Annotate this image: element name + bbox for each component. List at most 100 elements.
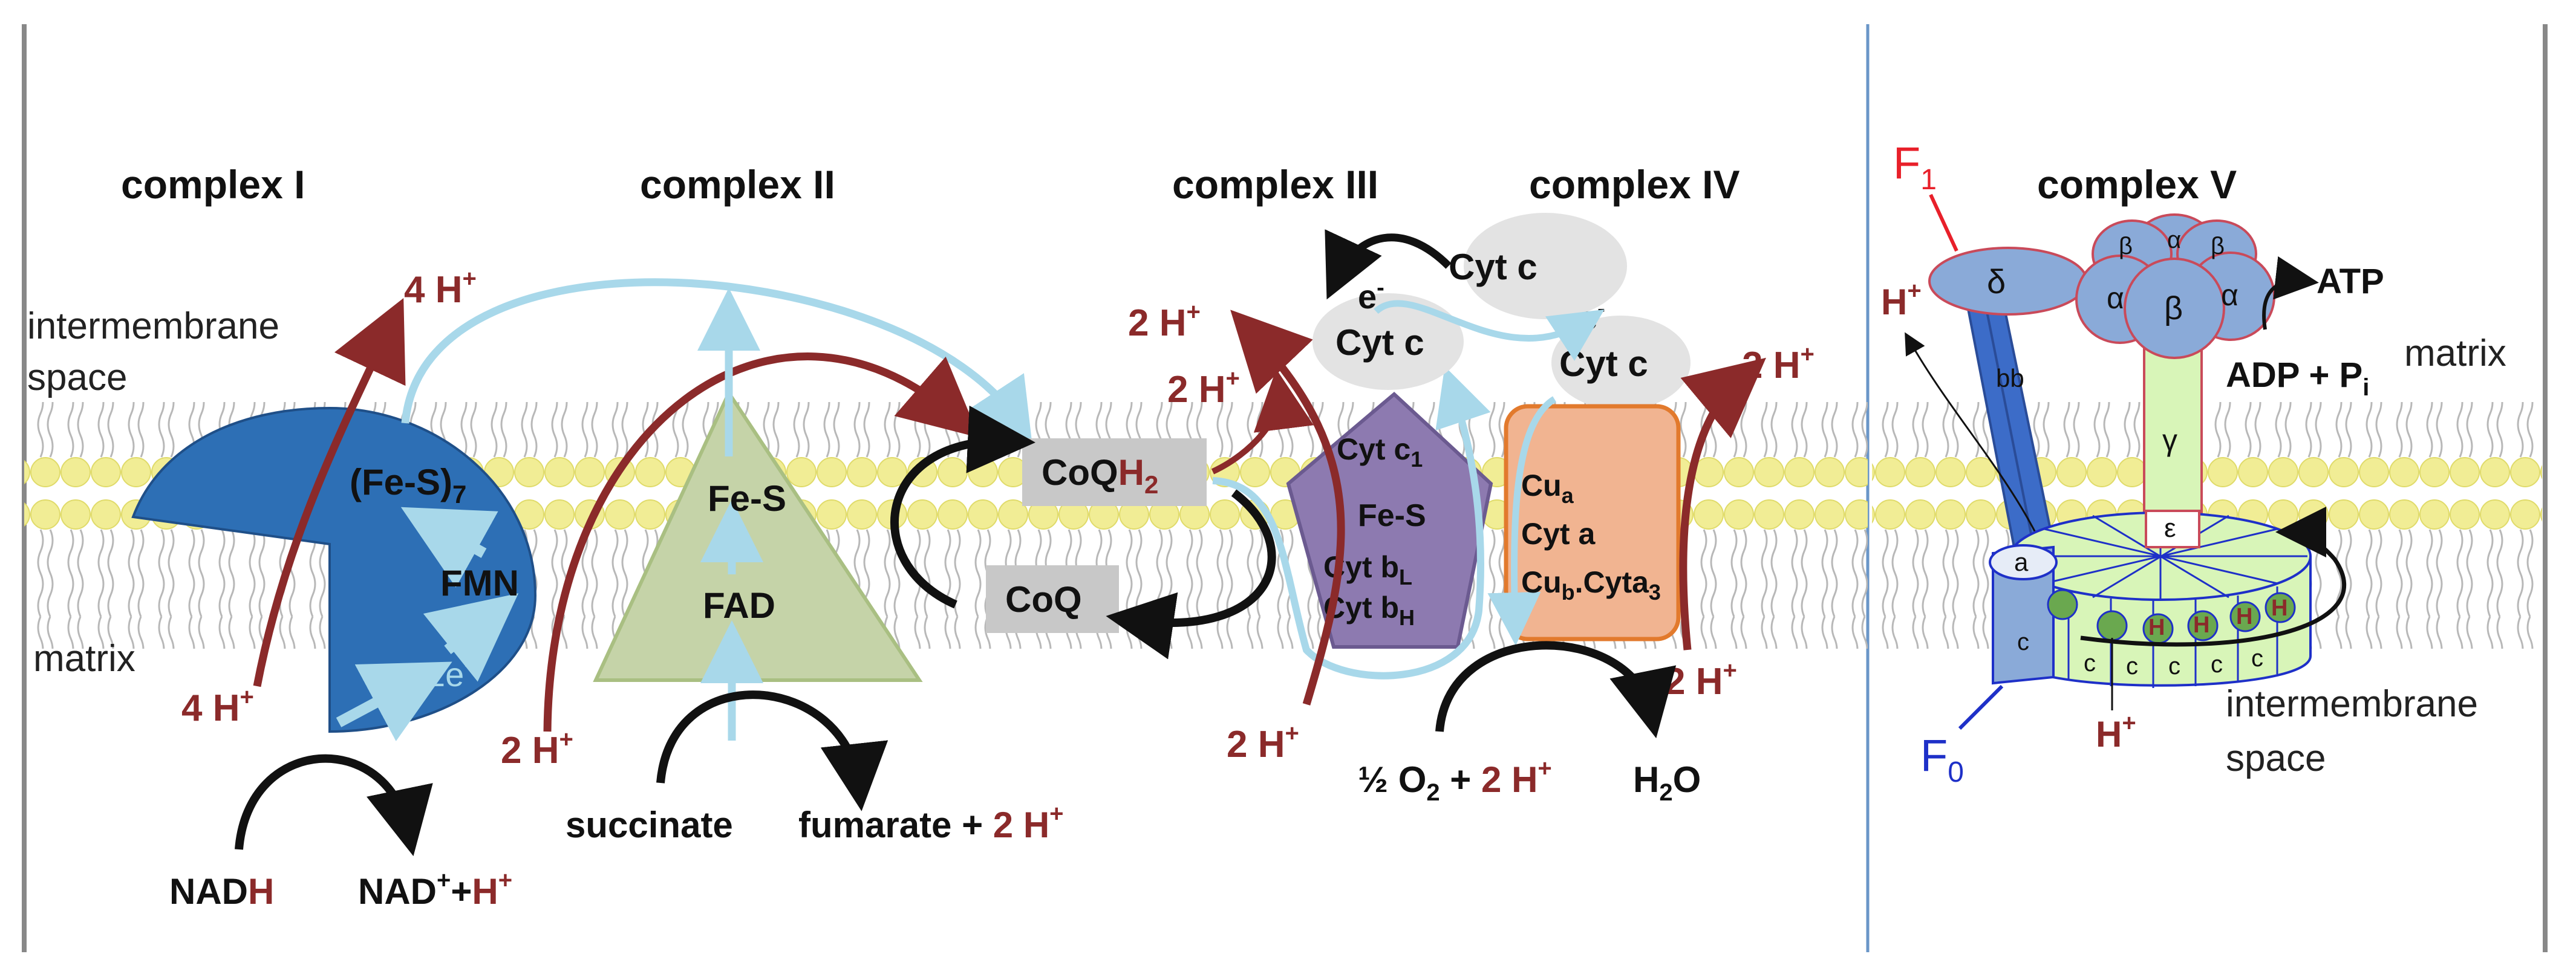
complex-i-fes-text: (Fe-S) bbox=[350, 462, 452, 502]
atp-label: ATP bbox=[2317, 262, 2384, 301]
complex-headers: complex I complex II complex III complex… bbox=[121, 162, 2237, 207]
cub-subscript: b bbox=[1562, 580, 1575, 605]
complex-iv-body bbox=[1504, 404, 1681, 641]
complex-iv-protons-text: 2 H bbox=[1665, 661, 1723, 703]
superscript-plus: + bbox=[1800, 341, 1814, 368]
superscript-plus: + bbox=[1907, 278, 1921, 304]
complex-i-fes-label: (Fe-S)7 bbox=[350, 462, 466, 508]
atp-arrow bbox=[2262, 256, 2319, 330]
cua-label: Cua bbox=[1521, 469, 1574, 508]
complex-i-electron-arrow bbox=[400, 507, 498, 588]
superscript-plus: + bbox=[2122, 710, 2136, 736]
nadh-h: H bbox=[248, 871, 274, 912]
complex-i-proton-arrow bbox=[253, 297, 406, 687]
gamma-label: γ bbox=[2162, 423, 2177, 457]
complex-iv-electron-arrow bbox=[1487, 396, 1557, 646]
c-subunit-label: c bbox=[2251, 645, 2263, 672]
alpha-left-label: α bbox=[2107, 281, 2124, 315]
complex-iv-protons-out: 2 H+ bbox=[1742, 341, 1815, 386]
coqh2-box bbox=[1022, 438, 1207, 506]
complex-i-protons-in: 4 H+ bbox=[181, 684, 254, 729]
complex-ii-fad-label: FAD bbox=[703, 585, 775, 626]
cyt-c-top bbox=[1464, 213, 1627, 319]
cyt-c-return-arrow bbox=[1325, 229, 1452, 300]
superscript-plus: + bbox=[1225, 365, 1239, 392]
delta-label: δ bbox=[1987, 262, 2006, 300]
complex-i-electron-arrow bbox=[336, 661, 452, 741]
superscript-plus: + bbox=[437, 867, 451, 894]
header-complex-iv: complex IV bbox=[1529, 162, 1740, 207]
oxygen-label: ½ O2 + 2 H+ bbox=[1358, 755, 1552, 806]
complex-iii-protons-in: 2 H+ bbox=[1227, 720, 1299, 765]
electron-superscript: - bbox=[1597, 296, 1605, 322]
plus-sign: + bbox=[1440, 759, 1481, 800]
space-right-label: space bbox=[2226, 738, 2326, 779]
fumarate-label: fumarate + 2 H+ bbox=[798, 800, 1064, 845]
f0-text: F bbox=[1920, 730, 1948, 781]
f0-subscript: 0 bbox=[1948, 756, 1964, 788]
bb-label: bb bbox=[1996, 364, 2024, 392]
matrix-left-label: matrix bbox=[33, 638, 135, 680]
complex-i-electron-arrow bbox=[423, 593, 519, 682]
cyt-c-top-label: Cyt c bbox=[1449, 247, 1537, 287]
intermembrane-label: intermembrane bbox=[27, 305, 279, 347]
proton-h: H bbox=[472, 871, 498, 912]
complex-v: F1 bb δ γ β α β α β α ATP ADP + Pi H+ bbox=[1881, 138, 2384, 788]
complex-ii-fes-label: Fe-S bbox=[708, 478, 786, 519]
nad-plus-label: NAD++H+ bbox=[358, 867, 512, 912]
fumarate-text: fumarate + bbox=[798, 805, 993, 845]
water-subscript: 2 bbox=[1659, 779, 1672, 806]
complex-iv-proton-arrow bbox=[1679, 357, 1766, 651]
complex-iii-protons-out-2: 2 H+ bbox=[1167, 365, 1240, 411]
adp-subscript: i bbox=[2362, 374, 2369, 401]
f0-pointer bbox=[1958, 684, 2004, 730]
coq-cycle: CoQH2 CoQ bbox=[890, 405, 1276, 660]
f1-text: F bbox=[1893, 138, 1920, 188]
beta-center-label: β bbox=[2164, 290, 2183, 326]
complex-iii-protons-text: 2 H bbox=[1227, 724, 1285, 765]
stator-bb-line bbox=[1983, 296, 2035, 547]
f0-label: F0 bbox=[1920, 730, 1964, 788]
cua-text: Cu bbox=[1521, 469, 1562, 502]
space-label: space bbox=[27, 357, 127, 398]
delta-subunit bbox=[1928, 247, 2088, 316]
rotor-proton-label: H bbox=[2193, 612, 2209, 638]
complex-i-protons-in-text: 4 H bbox=[181, 687, 240, 729]
nadh-text: NAD bbox=[169, 871, 248, 912]
complex-iii-proton-arrow bbox=[1211, 369, 1314, 475]
proton-h: H bbox=[1881, 282, 1907, 322]
epsilon-subunit bbox=[2145, 510, 2200, 548]
complex-v-proton-bottom: H+ bbox=[2096, 710, 2136, 755]
complex-iii-protons-out-1: 2 H+ bbox=[1128, 299, 1201, 344]
cyt-c-electron-arrow bbox=[1374, 300, 1605, 361]
superscript-plus: + bbox=[498, 867, 512, 894]
superscript-plus: + bbox=[559, 726, 573, 753]
beta-top-right-label: β bbox=[2211, 233, 2225, 259]
proton-h: H bbox=[2096, 714, 2122, 755]
complex-iv-protons-text: 2 H bbox=[1742, 345, 1800, 386]
water-o: O bbox=[1673, 759, 1701, 800]
superscript-plus: + bbox=[1723, 657, 1736, 684]
complex-i-protons-out: 4 H+ bbox=[404, 265, 477, 311]
intermembrane-right-label: intermembrane bbox=[2226, 683, 2478, 725]
fumarate-protons: 2 H bbox=[993, 805, 1049, 845]
complex-i-fmn-label: FMN bbox=[440, 563, 519, 603]
electron-left-label: e- bbox=[1358, 275, 1384, 316]
cyta3-text: .Cyta bbox=[1575, 565, 1649, 599]
complex-iv: Cua Cyt a Cub.Cyta3 2 H+ 2 H+ ½ O2 + 2 H… bbox=[1358, 341, 1815, 806]
complex-v-proton-top: H+ bbox=[1881, 278, 1922, 322]
coq-box bbox=[986, 565, 1119, 633]
electron-superscript: - bbox=[1377, 275, 1384, 300]
coqh2-h: H bbox=[1118, 452, 1144, 493]
complex-iv-protons-in: 2 H+ bbox=[1665, 657, 1737, 703]
cua-subscript: a bbox=[1562, 483, 1574, 508]
header-complex-v: complex V bbox=[2037, 162, 2237, 207]
rotor-proton-label: H bbox=[2271, 596, 2287, 621]
succinate-reaction-arrow bbox=[656, 690, 889, 811]
complex-i-electrons-label: 2e- bbox=[426, 652, 472, 693]
f1-pointer bbox=[1929, 193, 1958, 252]
coqh2-text: CoQ bbox=[1042, 452, 1118, 493]
complex-ii-protons-in: 2 H+ bbox=[501, 726, 573, 771]
alpha-right-label: α bbox=[2221, 278, 2239, 312]
